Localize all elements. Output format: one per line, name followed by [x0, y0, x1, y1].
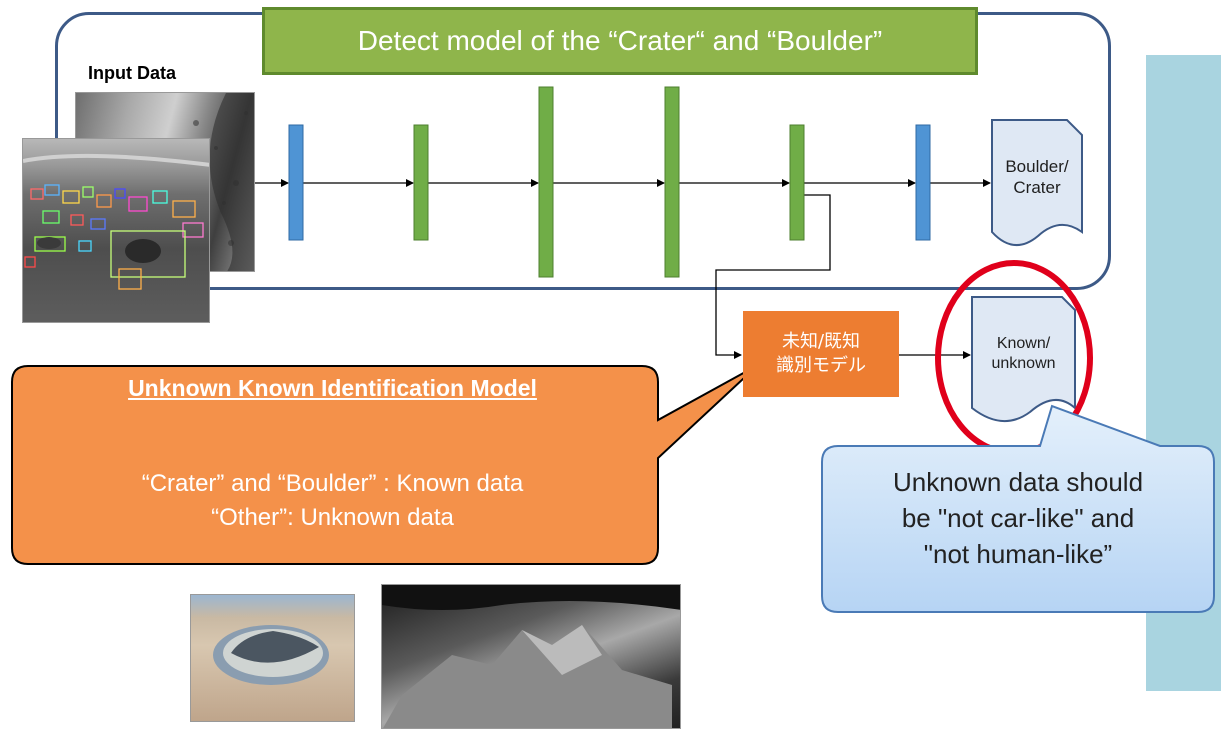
known-line-1: Known/	[996, 335, 1051, 352]
lunar-peak-drawing	[382, 585, 680, 728]
rover-detection-image	[22, 138, 210, 323]
detection-boxes	[23, 153, 209, 290]
layer-green-tall-3	[538, 86, 554, 278]
flow-arrows	[255, 179, 991, 359]
layer-blue-6	[915, 124, 931, 241]
jp-model-line-2: 識別モデル	[776, 355, 866, 376]
layer-green-5	[789, 124, 805, 241]
layer-green-tall-4	[664, 86, 680, 278]
known-document-shape	[971, 296, 1076, 423]
known-document-label: Known/ unknown	[972, 334, 1075, 374]
layer-green-2	[413, 124, 429, 241]
note-line-1: Unknown data should	[892, 467, 1144, 497]
output-document-shape	[991, 119, 1083, 246]
note-line-2: be "not car-like" and	[901, 502, 1135, 533]
orange-callout-bubble	[11, 364, 759, 565]
callout-line-2: “Other”: Unknown data	[211, 504, 454, 531]
input-data-label: Input Data	[88, 63, 176, 83]
blue-note-bubble	[821, 404, 1215, 613]
desert-crater-drawing	[213, 625, 329, 685]
callout-title: Unknown Known Identification Model	[128, 375, 537, 401]
note-line-3: "not human-like”	[923, 538, 1113, 569]
jp-model-line-1: 未知/既知	[781, 330, 861, 352]
identification-model-box: 未知/既知 識別モデル	[743, 311, 899, 397]
desert-crater-image	[190, 594, 355, 722]
callout-line-1: “Crater” and “Boulder” : Known data	[141, 470, 524, 497]
output-document-label: Boulder/ Crater	[992, 156, 1082, 199]
model-title: Detect model of the “Crater“ and “Boulde…	[262, 7, 978, 75]
arrow-branch-to-identifier	[715, 194, 831, 359]
output-line-1: Boulder/	[1005, 157, 1069, 176]
layer-blue-1	[288, 124, 304, 241]
lunar-peak-image	[381, 584, 681, 729]
known-line-2: unknown	[991, 355, 1056, 372]
note-text: Unknown data should be "not car-like" an…	[820, 465, 1216, 573]
output-line-2: Crater	[1013, 178, 1061, 198]
